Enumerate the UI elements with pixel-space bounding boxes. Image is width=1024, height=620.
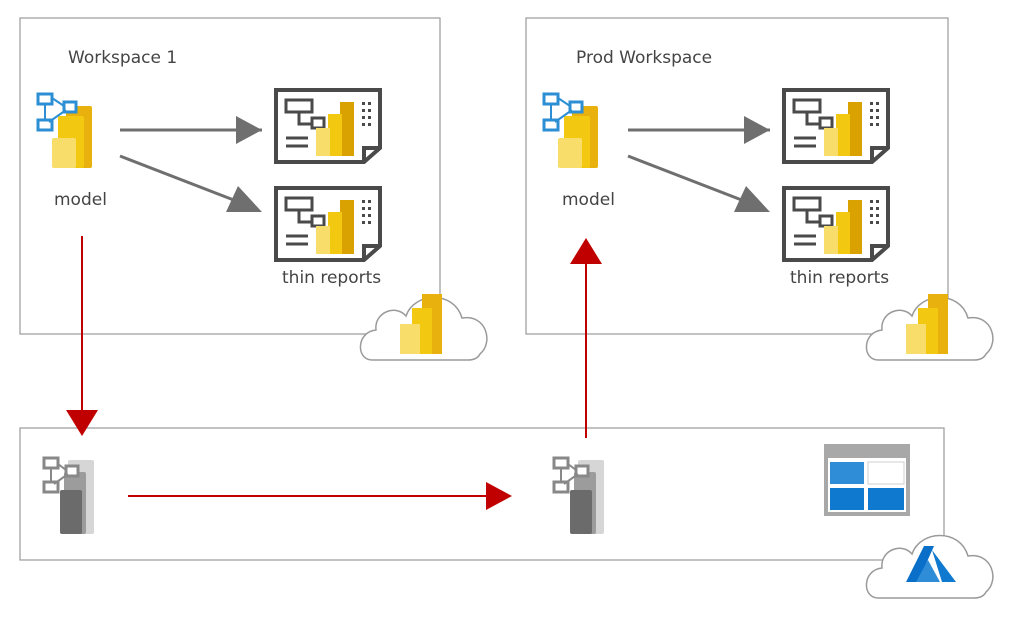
azure-logo-icon — [906, 546, 956, 582]
model-label: model — [562, 190, 615, 210]
prod-workspace-title: Prod Workspace — [576, 48, 713, 68]
powerbi-logo-icon — [906, 294, 948, 354]
model-label: model — [54, 190, 107, 210]
dataset-file-icon — [552, 456, 606, 536]
thin-report-icon — [782, 186, 890, 262]
gray-arrow — [119, 154, 245, 206]
red-arrowhead — [66, 410, 98, 436]
thin-report-icon — [274, 186, 382, 262]
red-arrowhead — [570, 238, 602, 264]
thin-reports-label: thin reports — [282, 268, 382, 288]
gray-arrowhead — [744, 116, 770, 144]
prod-workspace-box — [525, 17, 949, 335]
model-dataset-icon — [542, 92, 600, 170]
gray-arrowhead — [236, 116, 262, 144]
thin-reports-label: thin reports — [790, 268, 890, 288]
model-dataset-icon — [36, 92, 94, 170]
azure-storage-box — [19, 427, 945, 561]
gray-arrowhead — [226, 186, 262, 212]
workspace-1-box — [19, 17, 441, 335]
gray-arrow — [627, 154, 753, 206]
thin-report-icon — [274, 88, 382, 164]
azure-storage-icon — [824, 444, 910, 516]
workspace-1-title: Workspace 1 — [68, 48, 178, 68]
thin-report-icon — [782, 88, 890, 164]
dataset-file-icon — [42, 456, 96, 536]
gray-arrowhead — [734, 186, 770, 212]
red-arrowhead — [486, 482, 512, 510]
powerbi-logo-icon — [400, 294, 442, 354]
